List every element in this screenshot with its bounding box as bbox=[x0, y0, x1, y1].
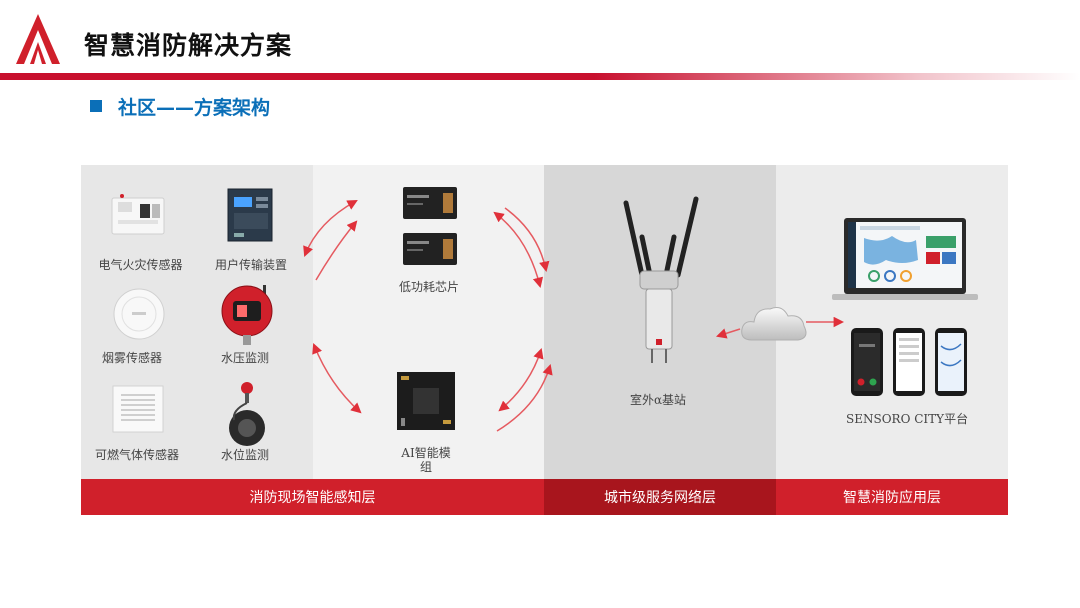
section-bullet bbox=[90, 100, 102, 112]
application-layer-band: 智慧消防应用层 bbox=[776, 479, 1008, 515]
electric-fire-sensor-image bbox=[111, 194, 165, 235]
arrow-icon bbox=[312, 343, 362, 414]
user-transmission-device-image bbox=[227, 188, 273, 242]
device-label-smoke: 烟雾传感器 bbox=[101, 351, 162, 365]
gas-sensor-image bbox=[112, 385, 164, 433]
arrow-icon bbox=[496, 363, 553, 432]
sensing-layer-band: 消防现场智能感知层 bbox=[81, 479, 544, 515]
section-title: 社区——方案架构 bbox=[118, 97, 271, 119]
low-power-chip-image bbox=[403, 187, 457, 265]
laptop-dashboard-image bbox=[832, 218, 978, 300]
title-divider bbox=[0, 73, 1080, 80]
base-station-label: 室外α基站 bbox=[629, 393, 687, 407]
arrow-icon bbox=[493, 211, 544, 289]
ai-module-label-line2: 组 bbox=[419, 460, 432, 474]
arrow-icon bbox=[303, 199, 358, 257]
page-title: 智慧消防解决方案 bbox=[84, 31, 293, 60]
device-label-gas: 可燃气体传感器 bbox=[94, 448, 179, 462]
ai-module-image bbox=[397, 372, 455, 430]
water-level-monitor-image bbox=[229, 382, 265, 446]
device-label-electric-fire: 电气火灾传感器 bbox=[98, 258, 183, 272]
device-label-water-level: 水位监测 bbox=[220, 448, 269, 462]
logo-icon bbox=[16, 14, 60, 64]
mobile-app-screens-image bbox=[851, 328, 967, 396]
ai-module-label-line1: AI智能模 bbox=[401, 446, 451, 460]
base-station-image bbox=[623, 196, 699, 363]
arrow-icon bbox=[315, 220, 358, 281]
device-label-water-pressure: 水压监测 bbox=[220, 351, 269, 365]
water-pressure-monitor-image bbox=[221, 285, 273, 345]
chip-label: 低功耗芯片 bbox=[398, 280, 459, 294]
network-layer-band: 城市级服务网络层 bbox=[544, 479, 776, 515]
smoke-sensor-image bbox=[113, 288, 165, 340]
platform-label: SENSORO CITY平台 bbox=[846, 412, 969, 426]
arrow-icon bbox=[498, 347, 544, 412]
cloud-icon bbox=[741, 307, 807, 341]
device-label-user-transmission: 用户传输装置 bbox=[214, 258, 287, 272]
arrow-icon bbox=[715, 328, 741, 339]
arrow-icon bbox=[504, 207, 550, 273]
ai-module-label: AI智能模 组 bbox=[386, 446, 466, 474]
